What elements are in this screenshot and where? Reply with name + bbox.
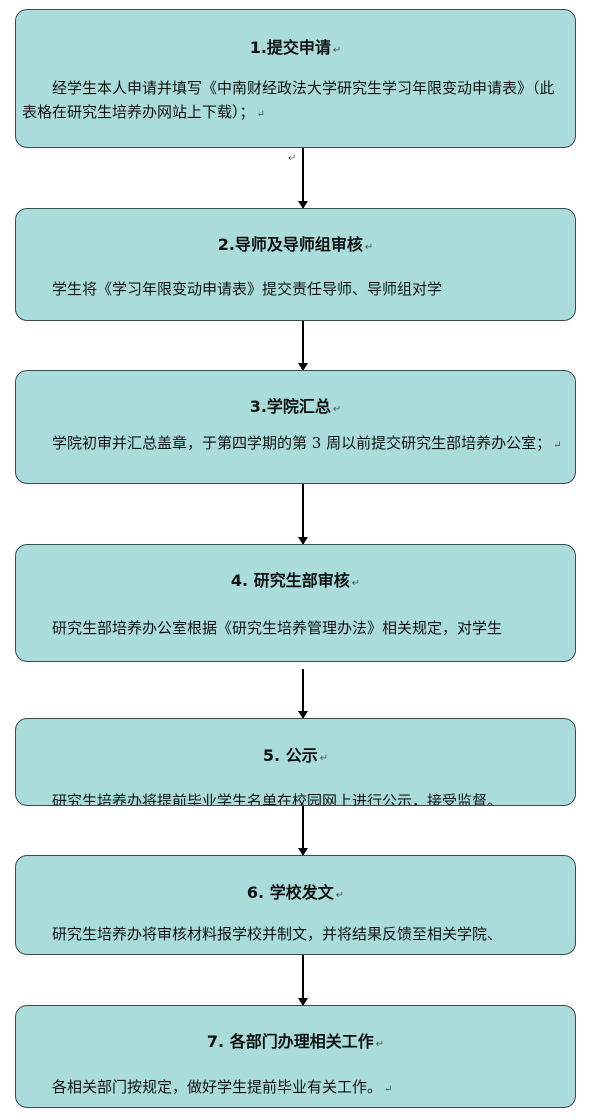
- step-description: 学生将《学习年限变动申请表》提交责任导师、导师组对学: [52, 280, 443, 298]
- paragraph-mark: ↵: [351, 578, 361, 589]
- paragraph-mark: ↵: [319, 753, 329, 764]
- flow-arrow-2-3: [298, 321, 308, 371]
- flow-arrow-1-2: [298, 148, 308, 209]
- step-box-college-summary: 3.学院汇总↵ 学院初审并汇总盖章，于第四学期的第 3 周以前提交研究生部培养办…: [15, 370, 576, 484]
- step-title: 7. 各部门办理相关工作: [206, 1032, 374, 1051]
- step-description: 经学生本人申请并填写《中南财经政法大学研究生学习年限变动申请表》（此表格在研究生…: [22, 79, 555, 121]
- paragraph-mark: ↵: [364, 242, 374, 253]
- step-title: 5. 公示: [262, 746, 318, 765]
- paragraph-mark: ↵: [332, 45, 342, 56]
- step-title: 3.学院汇总: [249, 397, 331, 416]
- paragraph-mark: ↵: [256, 109, 265, 120]
- step-title: 1.提交申请: [249, 38, 331, 57]
- step-description: 各相关部门按规定，做好学生提前毕业有关工作。: [52, 1078, 383, 1096]
- step-description: 学院初审并汇总盖章，于第四学期的第 3 周以前提交研究生部培养办公室；: [52, 434, 552, 452]
- step-title: 6. 学校发文: [246, 883, 334, 902]
- step-box-school-document: 6. 学校发文↵ 研究生培养办将审核材料报学校并制文，并将结果反馈至相关学院、: [15, 855, 576, 955]
- step-description: 研究生部培养办公室根据《研究生培养管理办法》相关规定，对学生: [52, 619, 503, 637]
- step-description: 研究生培养办将提前毕业学生名单在校园网上进行公示，接受监督。: [52, 792, 503, 806]
- step-box-submit-application: 1.提交申请↵ 经学生本人申请并填写《中南财经政法大学研究生学习年限变动申请表》…: [15, 9, 576, 148]
- step-box-graduate-school-review: 4. 研究生部审核↵ 研究生部培养办公室根据《研究生培养管理办法》相关规定，对学…: [15, 544, 576, 662]
- paragraph-mark: ↵: [553, 440, 562, 451]
- flow-arrow-5-6: [298, 806, 308, 856]
- paragraph-mark: ↵: [335, 890, 345, 901]
- step-box-departments-handle: 7. 各部门办理相关工作↵ 各相关部门按规定，做好学生提前毕业有关工作。↵: [15, 1005, 576, 1108]
- paragraph-mark: ↵: [288, 153, 297, 164]
- flow-arrow-4-5: [298, 669, 308, 719]
- flow-arrow-3-4: [298, 484, 308, 545]
- flow-arrow-6-7: [298, 955, 308, 1006]
- step-title: 4. 研究生部审核: [230, 571, 350, 590]
- step-box-public-notice: 5. 公示↵ 研究生培养办将提前毕业学生名单在校园网上进行公示，接受监督。: [15, 718, 576, 806]
- paragraph-mark: ↵: [384, 1084, 393, 1095]
- step-title: 2.导师及导师组审核: [217, 235, 363, 254]
- paragraph-mark: ↵: [375, 1039, 385, 1050]
- step-box-advisor-review: 2.导师及导师组审核↵ 学生将《学习年限变动申请表》提交责任导师、导师组对学: [15, 208, 576, 321]
- step-description: 研究生培养办将审核材料报学校并制文，并将结果反馈至相关学院、: [52, 925, 503, 943]
- paragraph-mark: ↵: [332, 404, 342, 415]
